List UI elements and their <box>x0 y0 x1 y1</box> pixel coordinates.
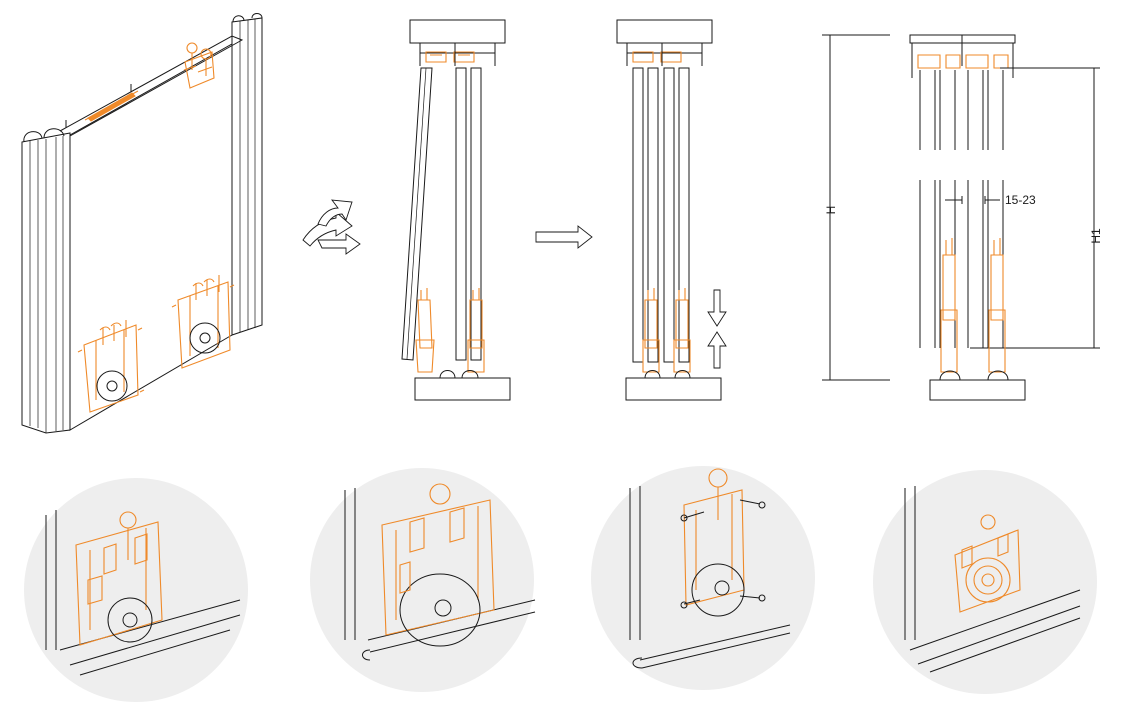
up-down-arrows-icon <box>707 289 727 369</box>
detail-roller-closeup-2 <box>310 468 536 692</box>
step3-adjust-view <box>616 19 722 401</box>
gap-label: 15-23 <box>1005 193 1036 207</box>
detail-roller-closeup-3 <box>591 466 815 690</box>
height-h1-label: H1 <box>1089 228 1103 244</box>
detail-roller-closeup-4 <box>873 470 1097 694</box>
door-panel-3d-view <box>21 13 263 434</box>
roller-right <box>171 275 235 369</box>
step2-mounting-view <box>401 19 511 401</box>
rotate-arrow-icon <box>302 199 361 255</box>
height-total-label: H <box>824 206 838 215</box>
detail-roller-closeup-1 <box>24 478 248 702</box>
right-arrow-icon <box>535 225 593 249</box>
top-guide-bracket <box>183 42 215 89</box>
roller-left <box>77 320 145 413</box>
dimension-view: H H1 15-23 <box>822 34 1103 401</box>
